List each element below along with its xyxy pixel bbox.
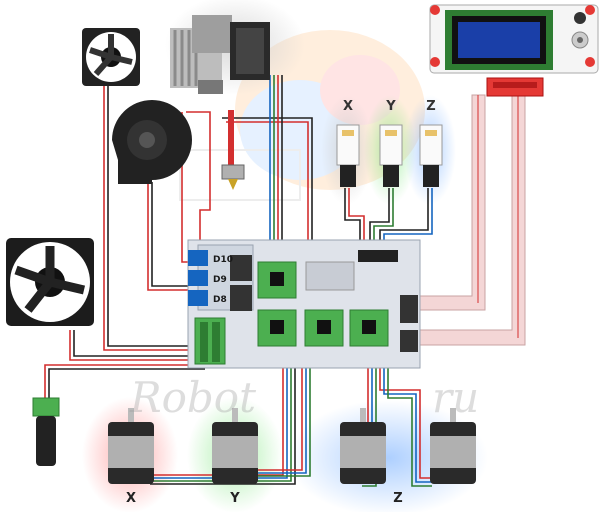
stepper-motor-icon: [108, 408, 154, 484]
motor-label-y: Y: [229, 491, 240, 506]
stepper-motor-icon: [340, 408, 386, 484]
endstop-z: [419, 124, 443, 187]
blower-icon: [112, 100, 192, 184]
board-label-d10: D10: [213, 255, 233, 265]
board-label-d8: D8: [213, 295, 227, 305]
hotend-icon: [221, 110, 245, 190]
ribbon-cables: [417, 77, 544, 346]
fan-icon: [6, 238, 94, 326]
lcd-icon: [429, 4, 599, 74]
board-label-d9: D9: [213, 275, 227, 285]
watermark: Robot: [129, 373, 256, 422]
heatsink-icon: [170, 15, 270, 94]
stepper-motor-icon: [212, 408, 258, 484]
motor-label-z: Z: [393, 491, 402, 506]
endstop-x: [336, 124, 360, 187]
endstop-label-y: Y: [385, 99, 396, 114]
endstop-y: [379, 124, 403, 187]
power-terminal: [194, 317, 226, 365]
watermark-tail: ru: [432, 373, 479, 422]
motor-label-x: X: [126, 491, 136, 506]
endstop-label-x: X: [343, 99, 353, 114]
control-board: [187, 239, 421, 369]
fan-icon: [82, 28, 140, 86]
power-jack-icon: [32, 397, 60, 466]
wiring: [44, 75, 433, 487]
endstop-label-z: Z: [426, 99, 435, 114]
stepper-driver-icon: [257, 261, 389, 347]
stepper-motor-icon: [430, 408, 476, 484]
